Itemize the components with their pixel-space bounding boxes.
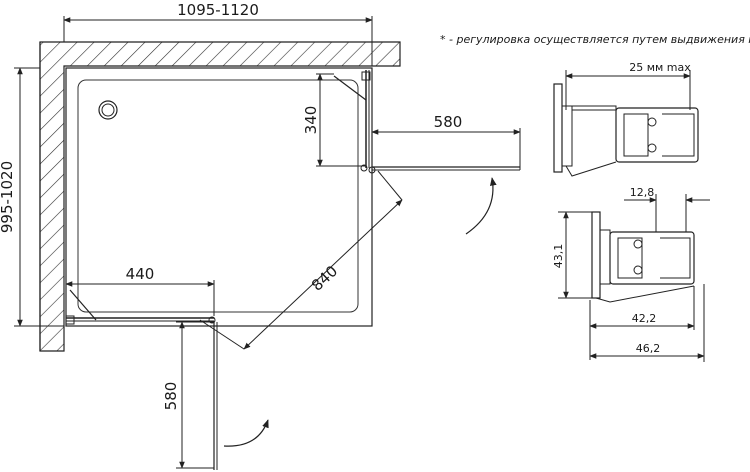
wall-top [39, 41, 401, 352]
shower-tray-outer [65, 67, 373, 327]
width-outer-label: 46,2 [636, 342, 661, 355]
bottom-fixed-panel [65, 289, 216, 325]
bottom-door [199, 319, 245, 470]
door-right-label: 580 [434, 113, 463, 131]
dim-diagonal [243, 199, 403, 350]
drain-icon [98, 100, 118, 120]
height-label: 43,1 [552, 244, 565, 269]
adjustment-label: 25 мм max [629, 61, 691, 74]
right-fixed-panel [333, 70, 376, 174]
adjustment-note: * - регулировка осуществляется путем выд… [440, 33, 750, 46]
dim-hinge-offset [316, 73, 366, 167]
width-top-label: 12,8 [630, 186, 655, 199]
diagonal-label: 840 [308, 262, 341, 295]
swing-arrow-icon [465, 177, 497, 235]
overall-depth-label: 995-1020 [0, 161, 16, 233]
profile-detail-top [553, 70, 699, 177]
dim-door-bottom [176, 321, 214, 469]
drain-inner [101, 103, 115, 117]
dim-overall-depth [14, 67, 64, 327]
dim-overall-width [63, 16, 373, 66]
fixed-panel-label: 440 [126, 265, 155, 283]
door-bottom-label: 580 [162, 382, 180, 411]
width-inner-label: 42,2 [632, 312, 657, 325]
swing-arrow-icon [223, 419, 269, 447]
hinge-offset-label: 340 [302, 106, 320, 135]
right-door [372, 166, 520, 201]
dim-door-right [371, 128, 521, 170]
dim-fixed-panel [65, 280, 215, 316]
profile-detail-bottom [558, 194, 710, 362]
shower-tray-inner [77, 79, 359, 313]
overall-width-label: 1095-1120 [177, 1, 259, 19]
